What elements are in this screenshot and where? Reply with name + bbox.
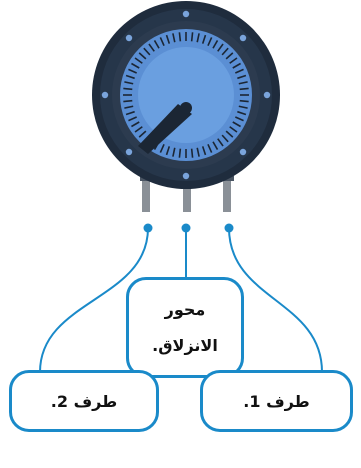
dial-tick bbox=[179, 149, 180, 158]
potentiometer-knob bbox=[92, 1, 280, 189]
terminal-2-label: طرف 2. bbox=[51, 392, 117, 411]
dial-tick bbox=[192, 32, 193, 41]
wiper-label-line1: محور bbox=[152, 292, 218, 328]
dial-tick bbox=[192, 149, 193, 158]
wiper-label-box: محور الانزلاق. bbox=[126, 277, 244, 378]
wiper-label-line2: الانزلاق. bbox=[152, 328, 218, 364]
terminal-2-label-box: طرف 2. bbox=[9, 370, 159, 432]
pin-right bbox=[223, 176, 231, 212]
dial-tick bbox=[240, 101, 249, 102]
dial-tick bbox=[123, 101, 132, 102]
connector-dot-left bbox=[144, 224, 153, 233]
pin-left bbox=[142, 176, 150, 212]
connector-dot-middle bbox=[182, 224, 191, 233]
connector-dots bbox=[144, 224, 234, 233]
terminal-1-label-box: طرف 1. bbox=[200, 370, 353, 432]
connector-dot-right bbox=[225, 224, 234, 233]
dial-tick bbox=[123, 88, 132, 89]
knob-hub bbox=[180, 102, 192, 114]
dial-tick bbox=[179, 32, 180, 41]
terminal-1-label: طرف 1. bbox=[243, 392, 309, 411]
dial-tick bbox=[240, 88, 249, 89]
